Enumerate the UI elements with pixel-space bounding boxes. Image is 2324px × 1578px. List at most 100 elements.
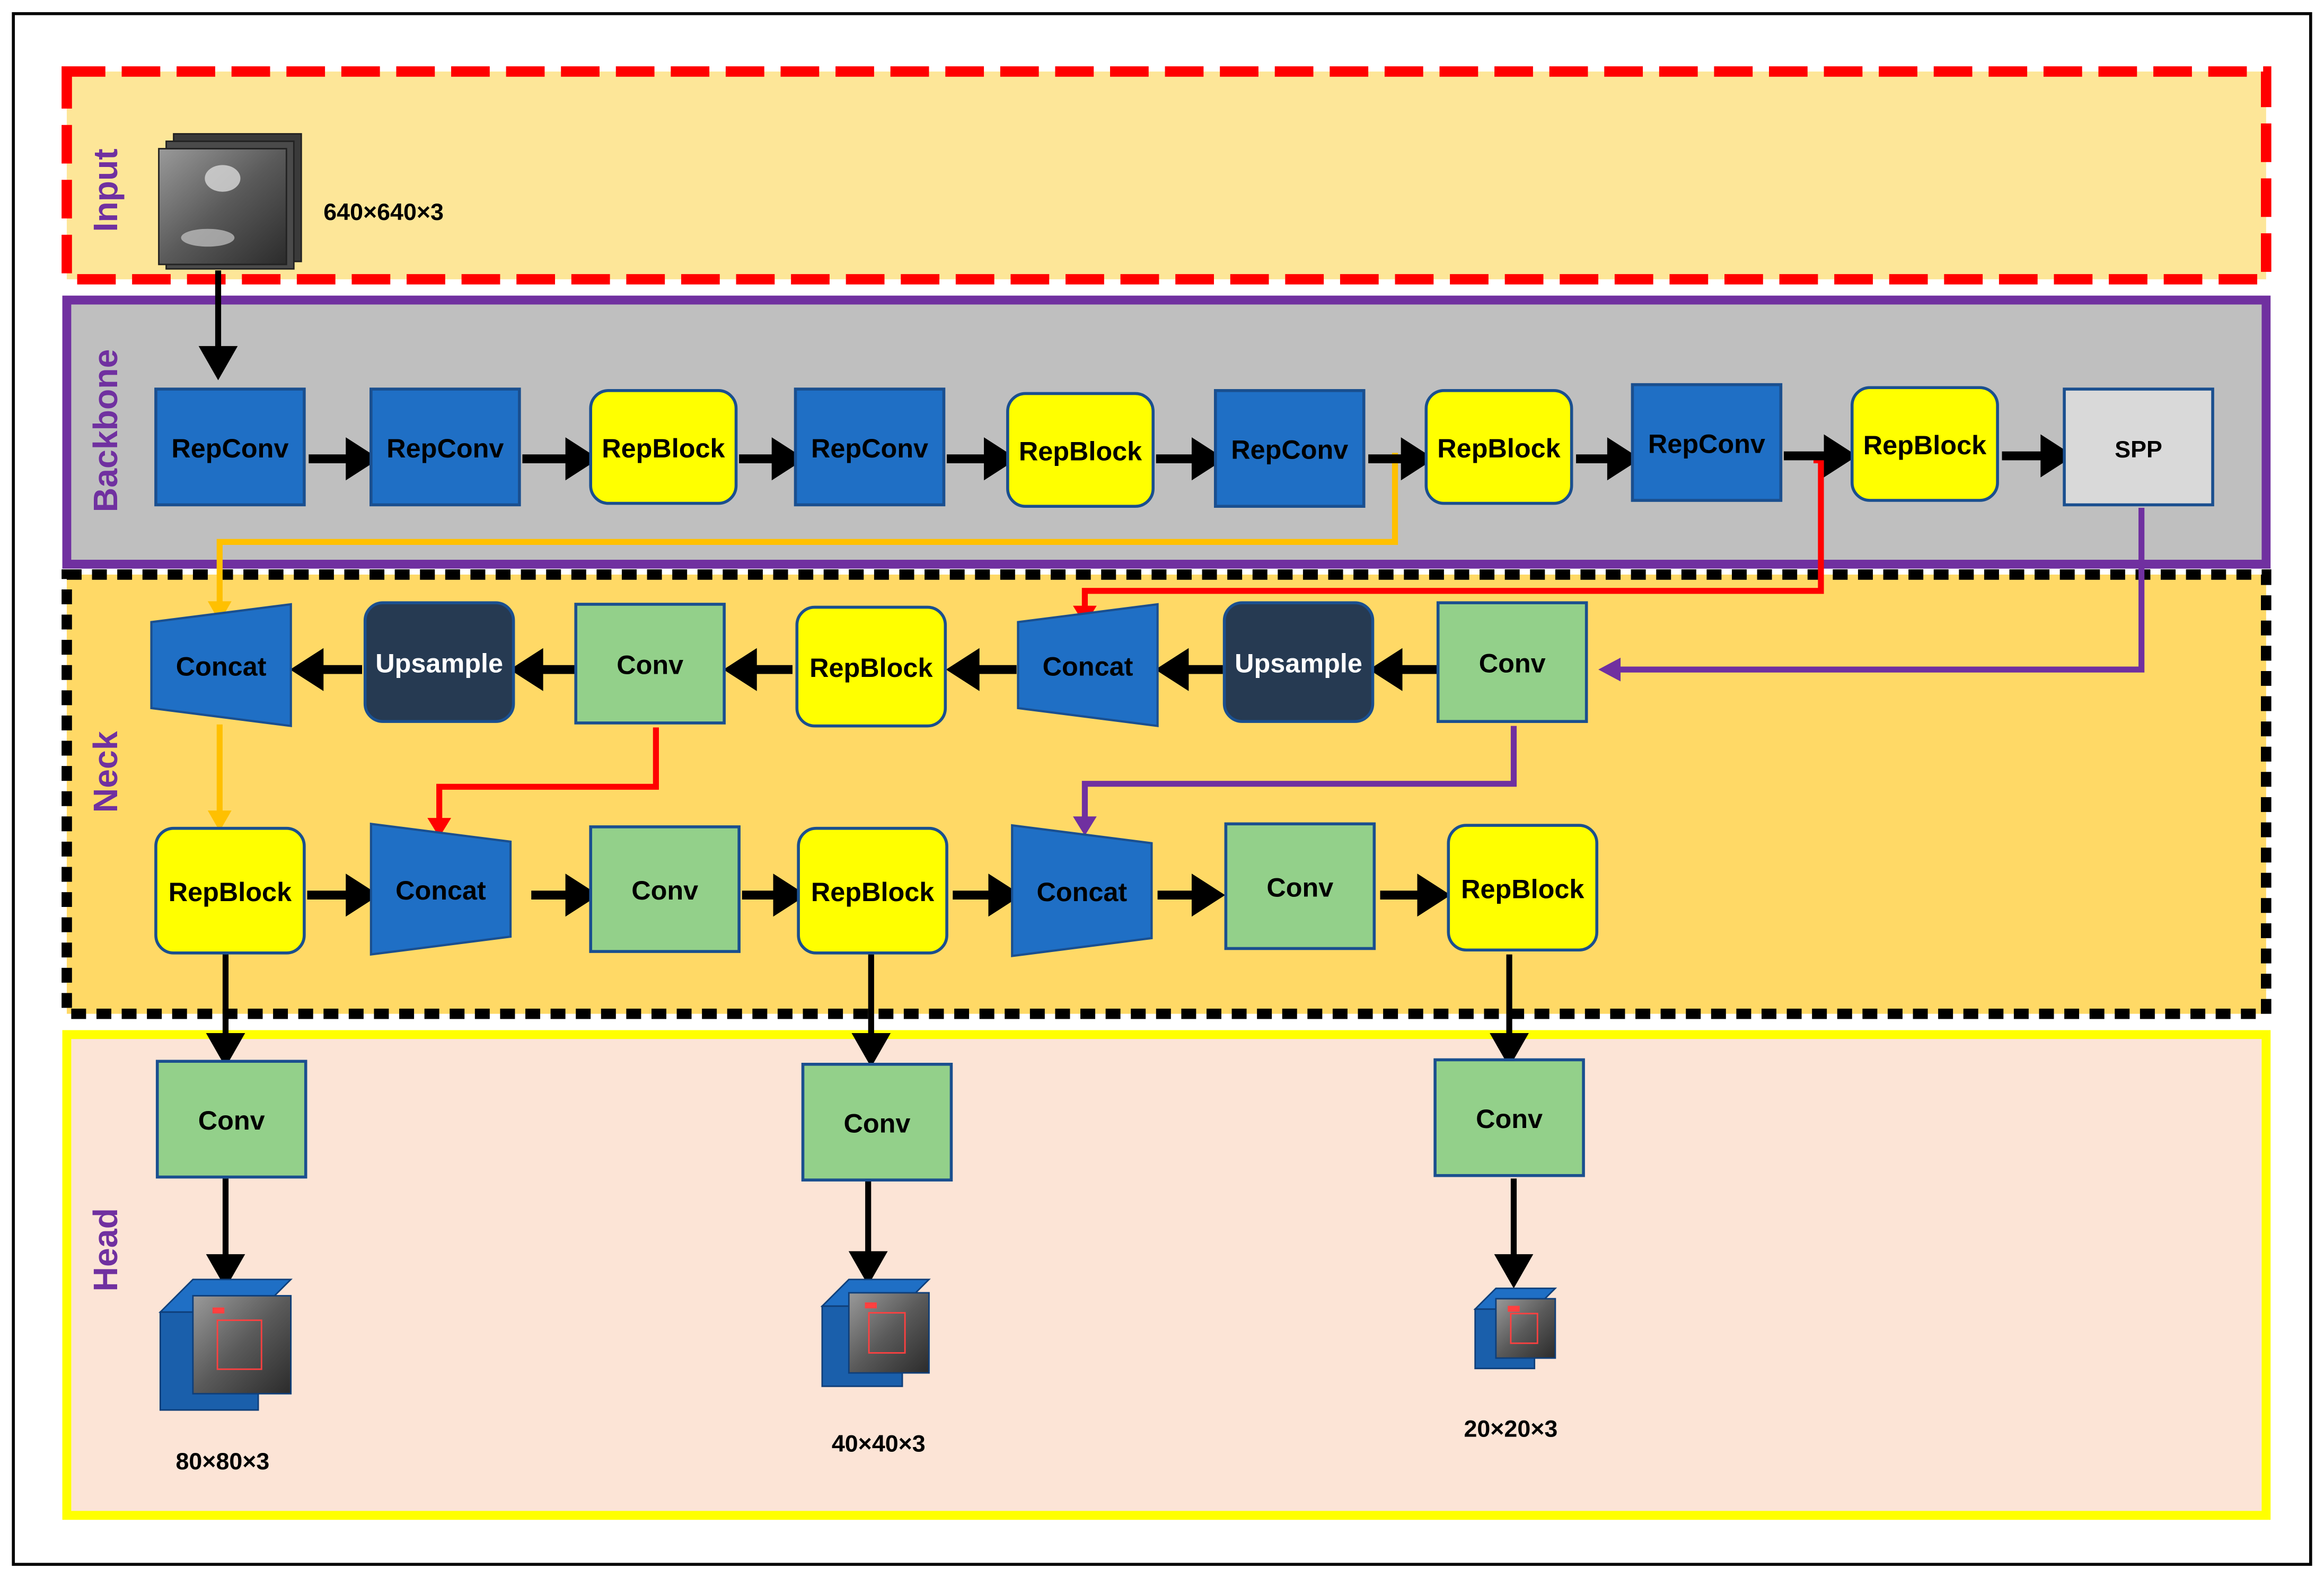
block-shape	[589, 825, 741, 953]
block-label: Conv	[617, 650, 683, 680]
backbone-repconv-4: RepConv	[794, 387, 946, 507]
backbone-arrow-1	[309, 437, 380, 481]
concat-shape	[1011, 824, 1153, 957]
block-shape	[1436, 601, 1588, 723]
neck-repblock-r2-7: RepBlock	[1447, 824, 1599, 952]
backbone-repconv-6: RepConv	[1213, 389, 1366, 508]
neck-r2-arrow-4	[953, 874, 1022, 917]
neck-conv-r2-3: Conv	[589, 825, 741, 953]
backbone-arrow-5	[1156, 437, 1226, 481]
backbone-repconv-8: RepConv	[1631, 383, 1783, 502]
block-shape	[1424, 389, 1573, 505]
block-label: RepBlock	[1019, 436, 1142, 466]
output-cube-3	[1473, 1288, 1557, 1370]
backbone-repconv-1: RepConv	[154, 387, 306, 507]
flow-arrows	[198, 270, 2074, 1289]
output-image	[1495, 1298, 1556, 1359]
red-connection-2	[436, 727, 659, 821]
neck-conv-r2-6: Conv	[1224, 822, 1376, 950]
neck-r1-arrow-5	[1155, 648, 1223, 691]
neck-concat-r1-1: Concat	[150, 603, 292, 727]
neck-upsample-r1-2: Upsample	[363, 601, 515, 723]
backbone-arrow-7	[1576, 437, 1641, 481]
block-label: Concat	[1036, 877, 1127, 907]
block-label: RepBlock	[1461, 874, 1584, 904]
output-size-label-1: 80×80×3	[176, 1448, 270, 1475]
backbone-arrow-3	[739, 437, 805, 481]
head-to-output-arrow-1	[206, 1178, 245, 1289]
block-label: Conv	[1266, 872, 1333, 902]
head-to-output-arrow-2	[848, 1178, 888, 1286]
block-shape	[1222, 601, 1375, 723]
neck-r2-arrow-5	[1157, 874, 1226, 917]
block-label: SPP	[2115, 436, 2162, 463]
head-conv-2: Conv	[801, 1063, 953, 1182]
head-to-output-arrow-3	[1494, 1178, 1534, 1289]
neck-conv-r1-3: Conv	[574, 603, 726, 725]
block-label: Upsample	[375, 648, 503, 678]
block-label: Concat	[1043, 651, 1133, 681]
backbone-repblock-3: RepBlock	[589, 389, 738, 505]
neck-r1-arrow-3	[723, 648, 793, 691]
purple-arrowhead-1	[1598, 657, 1621, 682]
input-size-label: 640×640×3	[323, 199, 444, 225]
neck-repblock-r2-4: RepBlock	[797, 826, 948, 955]
input-image-stack	[158, 133, 302, 270]
output-image	[848, 1292, 930, 1374]
head-conv-1: Conv	[155, 1060, 307, 1179]
block-label: RepConv	[171, 433, 288, 463]
neck-to-head-arrow-2	[851, 954, 891, 1068]
orange-arrowhead-1	[207, 601, 232, 622]
block-label: RepConv	[811, 433, 928, 463]
block-shape	[1224, 822, 1376, 950]
block-shape	[155, 1060, 307, 1179]
block-shape	[154, 826, 306, 955]
concat-shape	[369, 822, 512, 956]
output-image	[192, 1295, 292, 1395]
neck-r1-arrow-4	[946, 648, 1017, 691]
neck-to-head-arrow-3	[1490, 954, 1529, 1068]
block-label: Upsample	[1235, 648, 1362, 678]
block-shape	[574, 603, 726, 725]
orange-connection-1	[216, 453, 1398, 604]
neck-concat-r1-5: Concat	[1017, 603, 1159, 727]
block-label: Concat	[176, 651, 267, 681]
block-shape	[1631, 383, 1783, 502]
head-conv-3: Conv	[1433, 1058, 1585, 1177]
backbone-arrow-6	[1368, 437, 1434, 481]
neck-upsample-r1-6: Upsample	[1222, 601, 1375, 723]
block-label: RepBlock	[602, 433, 725, 463]
head-section-label: Head	[86, 1208, 125, 1291]
block-shape	[1850, 386, 1999, 502]
block-label: RepBlock	[1437, 433, 1561, 463]
backbone-section-label: Backbone	[86, 349, 125, 513]
block-label: RepConv	[386, 433, 504, 463]
input-to-backbone-arrow	[198, 270, 238, 381]
concat-shape	[1017, 603, 1159, 727]
detection-tag	[1508, 1306, 1520, 1312]
block-label: RepConv	[1231, 435, 1348, 465]
neck-r1-arrow-6	[1369, 648, 1440, 691]
block-shape	[797, 826, 948, 955]
backbone-spp-10: SPP	[2063, 387, 2214, 507]
neck-concat-r2-5: Concat	[1011, 824, 1153, 957]
detection-tag	[212, 1307, 225, 1313]
block-shape	[1006, 392, 1155, 508]
orange-arrowhead-2	[207, 810, 232, 832]
detection-box	[216, 1319, 262, 1370]
output-cube-2	[820, 1279, 931, 1387]
block-shape	[795, 605, 947, 728]
block-shape	[794, 387, 946, 507]
neck-r2-arrow-2	[531, 874, 599, 917]
block-shape	[369, 387, 521, 507]
output-cube-1	[158, 1279, 293, 1411]
block-shape	[1447, 824, 1599, 952]
block-label: Conv	[1479, 648, 1546, 678]
outputs-layer: 80×80×340×40×320×20×3	[158, 1279, 1557, 1475]
backbone-arrow-4	[947, 437, 1018, 481]
head-section	[62, 1030, 2271, 1520]
neck-repblock-r1-4: RepBlock	[795, 605, 947, 728]
block-shape	[801, 1063, 953, 1182]
